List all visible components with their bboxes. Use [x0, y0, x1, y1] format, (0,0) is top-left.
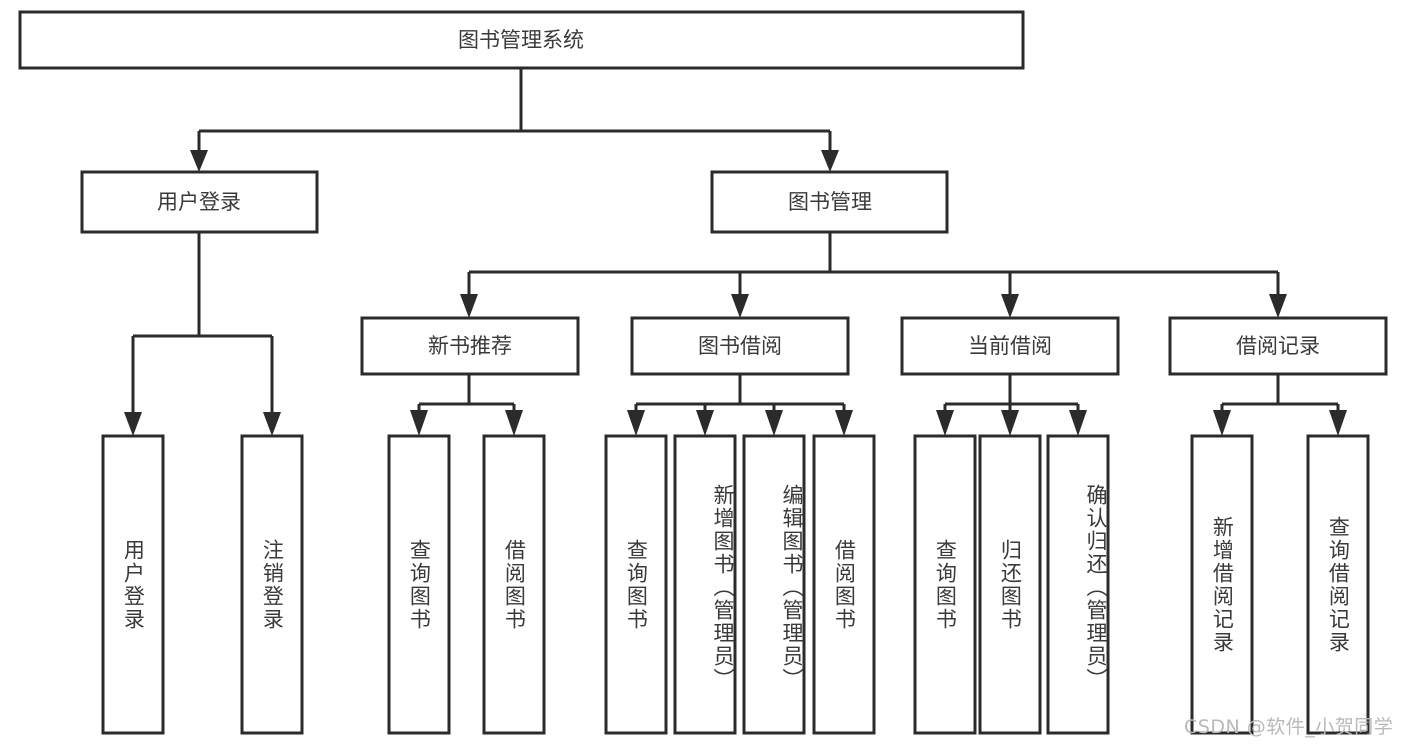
- node-book-mgmt-box[interactable]: [710, 170, 949, 234]
- leaf-box-current-borrow-2[interactable]: [978, 434, 1042, 735]
- arrow-head-current-borrow: [1001, 294, 1019, 318]
- leaf-box-book-borrow-1[interactable]: [604, 434, 668, 735]
- node-current-borrow-label: 当前借阅: [968, 334, 1052, 358]
- leaf-box-user-login-2[interactable]: [240, 434, 304, 735]
- node-book-borrow-box[interactable]: [630, 316, 850, 376]
- leaf-box-book-borrow-2[interactable]: [673, 434, 737, 735]
- arrow-head-leaf-book-borrow-3: [765, 410, 783, 436]
- leaf-box-new-book-1[interactable]: [387, 434, 451, 735]
- node-borrow-record-label: 借阅记录: [1236, 334, 1320, 358]
- arrow-head-leaf-current-borrow-1: [936, 410, 954, 436]
- arrow-head-borrow-record: [1269, 294, 1287, 318]
- node-new-book-recommend-label: 新书推荐: [428, 334, 512, 358]
- arrow-head-book-borrow: [731, 294, 749, 318]
- arrow-head-leaf-current-borrow-3: [1069, 410, 1087, 436]
- arrow-head-leaf-book-borrow-1: [627, 410, 645, 436]
- arrow-head-leaf-user-login-2: [263, 412, 281, 436]
- leaf-box-user-login-1[interactable]: [101, 434, 165, 735]
- arrow-head-leaf-new-book-2: [505, 410, 523, 436]
- node-user-login-box[interactable]: [80, 170, 319, 234]
- node-user-login-label: 用户登录: [157, 190, 241, 214]
- node-current-borrow-box[interactable]: [900, 316, 1120, 376]
- node-book-mgmt-label: 图书管理: [788, 190, 872, 214]
- arrow-head-leaf-book-borrow-4: [835, 410, 853, 436]
- arrow-head-user-login: [190, 150, 208, 172]
- node-root-label: 图书管理系统: [458, 28, 584, 52]
- connector-group: [124, 68, 1347, 436]
- arrow-head-leaf-user-login-1: [124, 412, 142, 436]
- arrow-head-leaf-borrow-record-1: [1213, 410, 1231, 436]
- node-new-book-recommend-box[interactable]: [360, 316, 580, 376]
- leaf-box-book-borrow-3[interactable]: [742, 434, 806, 735]
- node-book-borrow-label: 图书借阅: [698, 334, 782, 358]
- arrow-head-leaf-current-borrow-2: [1001, 410, 1019, 436]
- leaf-box-book-borrow-4[interactable]: [812, 434, 876, 735]
- node-borrow-record-box[interactable]: [1168, 316, 1388, 376]
- leaf-box-borrow-record-2[interactable]: [1306, 434, 1370, 735]
- arrow-head-leaf-book-borrow-2: [696, 410, 714, 436]
- arrow-head-leaf-borrow-record-2: [1329, 410, 1347, 436]
- csdn-watermark: CSDN @软件_小贺同学: [1184, 716, 1394, 738]
- node-root-box[interactable]: [18, 10, 1025, 70]
- arrow-head-new-book-recommend: [460, 294, 478, 318]
- leaf-box-current-borrow-3[interactable]: [1046, 434, 1110, 735]
- arrow-head-book-mgmt: [821, 150, 839, 172]
- leaf-box-new-book-2[interactable]: [482, 434, 546, 735]
- arrow-head-leaf-new-book-1: [410, 410, 428, 436]
- leaf-box-current-borrow-1[interactable]: [913, 434, 977, 735]
- node-group: 图书管理系统 用户登录 图书管理 新书推荐 图书借阅 当前借阅 借阅记录: [18, 10, 1388, 735]
- leaf-box-borrow-record-1[interactable]: [1190, 434, 1254, 735]
